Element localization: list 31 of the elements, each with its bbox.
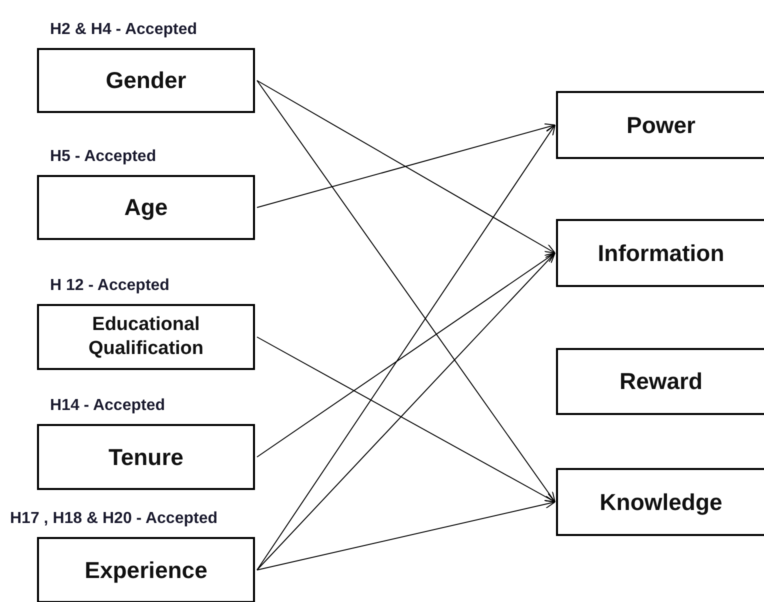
hypothesis-label: H2 & H4 - Accepted xyxy=(50,20,197,40)
arrow xyxy=(256,336,556,502)
box-label: Reward xyxy=(619,367,703,396)
variable-box xyxy=(37,304,255,370)
hypothesis-label: H17 , H18 & H20 - Accepted xyxy=(10,509,218,529)
box-label: Experience xyxy=(84,556,208,584)
variable-box xyxy=(37,48,255,113)
box-label: Age xyxy=(124,193,168,222)
box-label: Power xyxy=(626,110,696,140)
arrow xyxy=(256,252,556,458)
arrow xyxy=(256,80,556,254)
arrow xyxy=(256,252,556,570)
arrow xyxy=(256,80,556,502)
variable-box xyxy=(37,175,255,240)
variable-box xyxy=(37,537,255,602)
arrow xyxy=(256,500,556,570)
hypothesis-label: H14 - Accepted xyxy=(50,396,165,416)
box-label: Educational Qualification xyxy=(87,313,205,361)
variable-box xyxy=(556,348,764,415)
box-label: Tenure xyxy=(108,442,184,472)
hypothesis-label: H5 - Accepted xyxy=(50,147,156,167)
variable-box xyxy=(556,91,764,159)
box-label: Knowledge xyxy=(600,488,722,516)
arrow xyxy=(256,124,556,570)
arrow xyxy=(256,123,556,208)
box-label: Gender xyxy=(106,66,186,95)
box-label: Information xyxy=(598,238,724,268)
variable-box xyxy=(556,468,764,536)
hypothesis-label: H 12 - Accepted xyxy=(50,276,170,296)
variable-box xyxy=(37,424,255,490)
variable-box xyxy=(556,219,764,287)
